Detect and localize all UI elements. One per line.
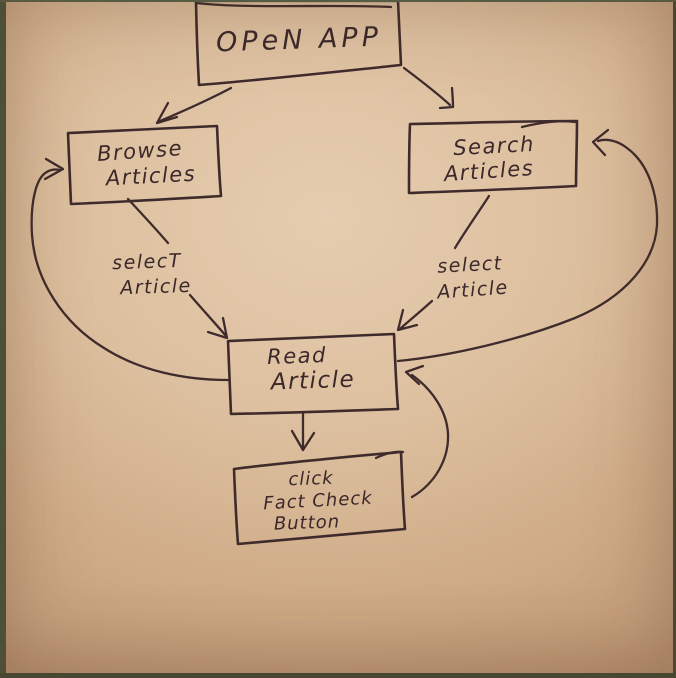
node-box-fact-check-button [232,450,407,546]
edge-read-to-browse-loop [30,157,230,382]
photo-border-top [0,0,676,2]
edge-search-to-read [396,194,491,332]
node-box-search-articles [407,119,579,195]
node-label-browse-line2: Articles [105,161,197,191]
photo-border-bottom [0,673,676,678]
node-label-factcheck-line1: click [288,467,334,491]
node-label-read-line2: Article [270,366,356,396]
edge-label-select-article-left-line1: selecT [111,249,183,275]
node-box-read-article [226,332,400,416]
edge-label-select-article-right-line1: select [436,252,504,278]
edge-browse-to-read [126,197,229,340]
edge-read-to-factcheck [290,410,316,452]
edge-read-to-search-loop [396,128,659,363]
edge-label-select-article-left-line2: Article [119,274,193,300]
photo-border-left [0,0,6,678]
node-label-open-app: OPeN APP [215,21,383,59]
photo-border-right [673,0,676,678]
edge-openapp-to-search [402,66,455,110]
edge-factcheck-to-read-loop [404,364,450,499]
node-label-read-line1: Read [266,342,328,370]
edge-openapp-to-browse [155,86,233,125]
node-label-factcheck-line3: Button [273,511,341,535]
node-box-browse-articles [66,124,223,206]
